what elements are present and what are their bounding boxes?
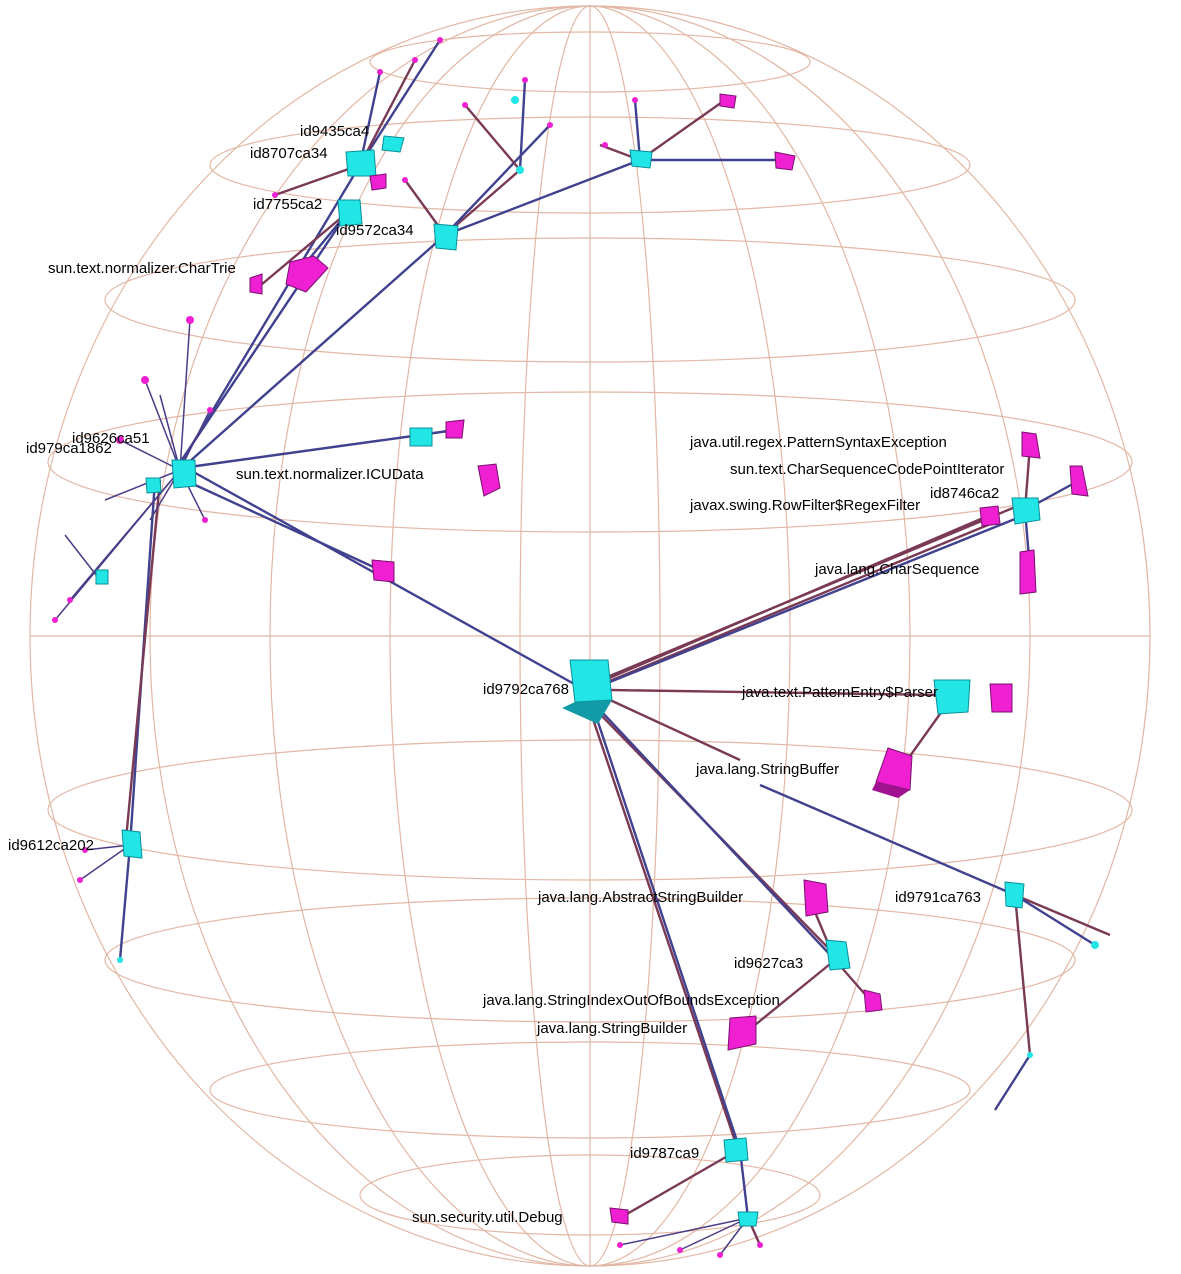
- class-node-misc-2[interactable]: [249, 93, 796, 439]
- label-abstract-sb: java.lang.AbstractStringBuilder: [537, 889, 743, 906]
- id-node-9787[interactable]: [723, 1137, 749, 1163]
- label-rowfilter: javax.swing.RowFilter$RegexFilter: [689, 497, 920, 514]
- label-id9626: id9626ca51: [72, 430, 150, 447]
- id-node-7755[interactable]: [337, 199, 363, 227]
- label-id7755: id7755ca2: [253, 196, 322, 213]
- leaf-nodes: [52, 37, 1099, 1258]
- label-icudata: sun.text.normalizer.ICUData: [236, 466, 424, 483]
- id-node-upper-right-hub[interactable]: [629, 149, 653, 169]
- id-node-8746[interactable]: [1011, 497, 1041, 525]
- label-stringbuilder: java.lang.StringBuilder: [536, 1020, 687, 1037]
- label-charseq-iter: sun.text.CharSequenceCodePointIterator: [730, 461, 1004, 478]
- id-node-9572[interactable]: [433, 223, 459, 251]
- class-node-charseq-iter[interactable]: [1069, 465, 1089, 497]
- label-chartrie: sun.text.normalizer.CharTrie: [48, 260, 236, 277]
- class-node-pattern-syntax[interactable]: [1021, 431, 1041, 459]
- label-id8746: id8746ca2: [930, 485, 999, 502]
- class-node-stringbuilder[interactable]: [727, 1015, 757, 1051]
- label-id9572: id9572ca34: [336, 222, 414, 239]
- id-node-left-mid[interactable]: [95, 569, 109, 585]
- label-pattern-syntax: java.util.regex.PatternSyntaxException: [689, 434, 947, 451]
- label-stringbuffer: java.lang.StringBuffer: [695, 761, 839, 778]
- id-node-bottom-hub[interactable]: [737, 1211, 759, 1227]
- label-id9787: id9787ca9: [630, 1145, 699, 1162]
- label-id9791: id9791ca763: [895, 889, 981, 906]
- id-node-9626[interactable]: [171, 459, 197, 489]
- label-id979: id979ca1862: [26, 440, 112, 457]
- class-node-misc-1[interactable]: [371, 559, 395, 583]
- label-id9435: id9435ca4: [300, 123, 369, 140]
- id-node-8707[interactable]: [345, 149, 377, 177]
- node-labels: id9792ca768 id8746ca2 id9627ca3 id9791ca…: [8, 123, 1004, 1226]
- id-node-9612[interactable]: [121, 829, 143, 859]
- class-node-sioobe[interactable]: [863, 989, 883, 1013]
- id-node-pattern-entry[interactable]: [933, 679, 971, 715]
- class-node-rowfilter[interactable]: [979, 505, 1001, 527]
- id-node-9435[interactable]: [381, 135, 405, 153]
- class-node-abstract-sb[interactable]: [803, 879, 829, 917]
- label-id9627: id9627ca3: [734, 955, 803, 972]
- sphere-grid: [29, 5, 1151, 1267]
- id-node-9627[interactable]: [825, 939, 851, 971]
- id-node-9791[interactable]: [1004, 881, 1025, 909]
- id-node-center[interactable]: [562, 659, 613, 724]
- id-node-icudata-link[interactable]: [409, 427, 433, 447]
- label-id9612: id9612ca202: [8, 837, 94, 854]
- class-node-charsequence[interactable]: [1019, 549, 1037, 595]
- label-center: id9792ca768: [483, 681, 569, 698]
- id-node-979[interactable]: [145, 477, 162, 494]
- label-debug: sun.security.util.Debug: [412, 1209, 563, 1226]
- label-id8707: id8707ca34: [250, 145, 328, 162]
- class-node-icudata[interactable]: [477, 463, 501, 497]
- class-node-pattern-entry[interactable]: [989, 683, 1013, 713]
- label-charsequence: java.lang.CharSequence: [814, 561, 979, 578]
- class-node-debug[interactable]: [609, 1207, 629, 1225]
- graph-edges: [54, 39, 1111, 1256]
- label-pattern-entry: java.text.PatternEntry$Parser: [741, 684, 938, 701]
- label-sioobe: java.lang.StringIndexOutOfBoundsExceptio…: [482, 992, 780, 1009]
- class-node-chartrie[interactable]: [285, 255, 329, 293]
- class-node-stringbuffer[interactable]: [872, 747, 913, 798]
